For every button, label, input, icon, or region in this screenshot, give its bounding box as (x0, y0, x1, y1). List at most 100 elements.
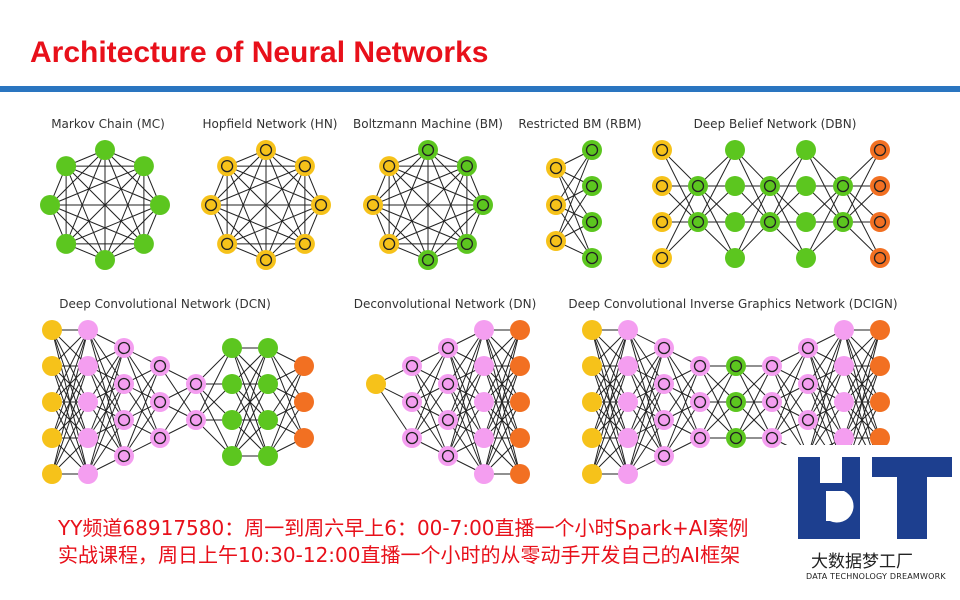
dcn-node (258, 374, 278, 394)
hn-node-ring (220, 159, 234, 173)
dcign-node-ring (765, 431, 779, 445)
dcign-node (690, 428, 710, 448)
dcn-edge (51, 329, 89, 403)
dbn-edge (661, 185, 699, 259)
dcn-edge (51, 329, 89, 439)
dcn-node (222, 338, 242, 358)
hn-node-ring (259, 253, 273, 267)
dbn-node (833, 176, 853, 196)
dn-node (474, 428, 494, 448)
dcn-node (294, 428, 314, 448)
mc-node (133, 233, 154, 254)
dbn-node-ring (655, 215, 669, 229)
hn-node (256, 140, 276, 160)
dbn-node-ring (763, 215, 777, 229)
dcn-edge (231, 347, 269, 421)
dn-node (402, 392, 422, 412)
dcn-node (222, 410, 242, 430)
rbm-node (582, 212, 602, 232)
dcn-node (294, 392, 314, 412)
dbn-node (870, 140, 890, 160)
hn-edge (226, 165, 322, 206)
dn-edge (375, 383, 413, 439)
dn-edge (483, 329, 521, 475)
dn-edge (411, 383, 449, 439)
dn-node-ring (405, 395, 419, 409)
dbn-node (796, 176, 816, 196)
dbn-node (725, 212, 745, 232)
dcign-node (690, 392, 710, 412)
dcign-edge (591, 401, 629, 475)
dcign-node-ring (693, 395, 707, 409)
bm-node-ring (382, 237, 396, 251)
dbn-node (652, 140, 672, 160)
hn-node (217, 233, 238, 254)
dcign-edge (735, 365, 773, 439)
dn-node-ring (441, 341, 455, 355)
dcign-node-ring (801, 341, 815, 355)
dcn-edge (51, 401, 89, 475)
bm-edge (388, 165, 484, 206)
dcign-node-ring (693, 431, 707, 445)
dcn-node (186, 374, 206, 394)
dcn-node (258, 410, 278, 430)
bm-node-ring (421, 143, 435, 157)
dcign-node (654, 338, 674, 358)
dbn-node (870, 212, 890, 232)
dcign-edge (591, 329, 629, 403)
dcn-edge (159, 383, 197, 439)
dcign-edge (807, 329, 845, 421)
bm-node (363, 195, 383, 215)
dbn-edge (734, 185, 771, 259)
rbm-node-ring (585, 179, 599, 193)
dcn-edge (123, 365, 161, 421)
dn-edge (447, 401, 485, 457)
dcign-node (582, 464, 602, 484)
bm-node-ring (382, 159, 396, 173)
dcign-node (654, 410, 674, 430)
dcn-node (42, 392, 62, 412)
logo-tagline: DATA TECHNOLOGY DREAMWORK (806, 572, 946, 581)
dcign-node (618, 392, 638, 412)
dbn-edge (842, 149, 881, 223)
dcn-node-ring (117, 413, 131, 427)
dcn-node (258, 338, 278, 358)
rbm-node-ring (549, 198, 563, 212)
rbm-node (546, 195, 566, 215)
dcn-edge (87, 347, 125, 475)
bm-node (473, 195, 493, 215)
hn-node-ring (298, 237, 312, 251)
dcign-edge (807, 329, 845, 457)
hn-node-ring (314, 198, 328, 212)
dbn-edge (805, 185, 844, 259)
dbn-edge (769, 149, 807, 223)
rbm-node-ring (585, 215, 599, 229)
dn-edge (483, 401, 521, 475)
dcign-node (582, 320, 602, 340)
mc-edge (65, 165, 106, 261)
dbn-node-ring (836, 179, 850, 193)
dn-node (474, 464, 494, 484)
dcn-node (222, 446, 242, 466)
bm-node (379, 233, 400, 254)
hn-node (256, 250, 276, 270)
dcn-node (78, 392, 98, 412)
dcn-node (42, 464, 62, 484)
dbn-node-ring (873, 215, 887, 229)
dcign-node (834, 392, 854, 412)
mc-edge (65, 165, 161, 206)
dn-node (510, 464, 530, 484)
dcign-node (870, 428, 890, 448)
dn-edge (411, 347, 449, 439)
dcign-edge (663, 365, 701, 457)
dbn-node (760, 212, 780, 232)
dcign-edge (699, 365, 737, 439)
dcn-node (222, 374, 242, 394)
dn-node (510, 428, 530, 448)
dcign-node (762, 356, 782, 376)
mc-node (56, 233, 77, 254)
bm-node (456, 156, 477, 177)
hn-node (217, 156, 238, 177)
dcn-node-ring (189, 377, 203, 391)
dbn-node-ring (873, 179, 887, 193)
